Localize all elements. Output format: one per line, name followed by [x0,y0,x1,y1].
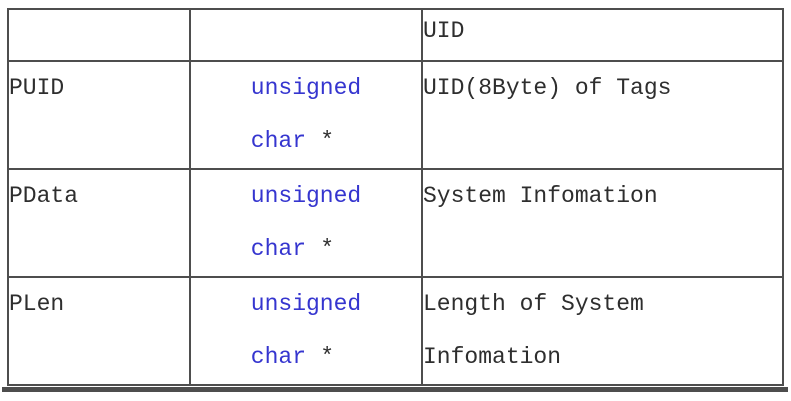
header-cell-uid: UID [421,8,784,62]
type-keyword: char [250,344,306,370]
type-text-block: unsigned char * [250,63,362,167]
param-name-cell: PUID [7,60,191,170]
param-desc-cell: Length of System Infomation [421,276,784,386]
param-desc-cell: UID(8Byte) of Tags [421,60,784,170]
param-name-cell: PLen [7,276,191,386]
table-row-puid: PUID unsigned char * UID(8Byte) of Tags [7,60,784,170]
type-text-block: unsigned char * [250,171,362,275]
param-desc-cell: System Infomation [421,168,784,278]
pointer-asterisk: * [320,236,335,262]
type-line-1: unsigned [250,183,362,209]
desc-line-1: System Infomation [423,183,658,209]
table-bottom-edge-bar [2,387,788,392]
desc-line-1: UID(8Byte) of Tags [423,75,672,101]
header-cell-blank-1 [7,8,191,62]
tag-parameters-table: UID PUID unsigned char * UID(8Byte) of Ta… [7,8,784,386]
type-text-block: unsigned char * [250,279,362,383]
pointer-asterisk: * [320,128,335,154]
type-line-1: unsigned [250,291,362,317]
desc-line-1: Length of System [423,291,644,317]
param-type-cell: unsigned char * [189,276,423,386]
type-line-2: char * [250,331,361,383]
pointer-asterisk: * [320,344,335,370]
table-row-plen: PLen unsigned char * Length of System Inf… [7,276,784,386]
desc-line-2: Infomation [423,344,562,370]
header-row: UID [7,8,784,62]
type-keyword: char [250,128,306,154]
param-name-cell: PData [7,168,191,278]
type-line-2: char * [250,115,361,167]
param-type-cell: unsigned char * [189,60,423,170]
table-row-pdata: PData unsigned char * System Infomation [7,168,784,278]
type-line-1: unsigned [250,75,362,101]
type-line-2: char * [250,223,361,275]
param-type-cell: unsigned char * [189,168,423,278]
type-keyword: char [250,236,306,262]
header-cell-blank-2 [189,8,423,62]
